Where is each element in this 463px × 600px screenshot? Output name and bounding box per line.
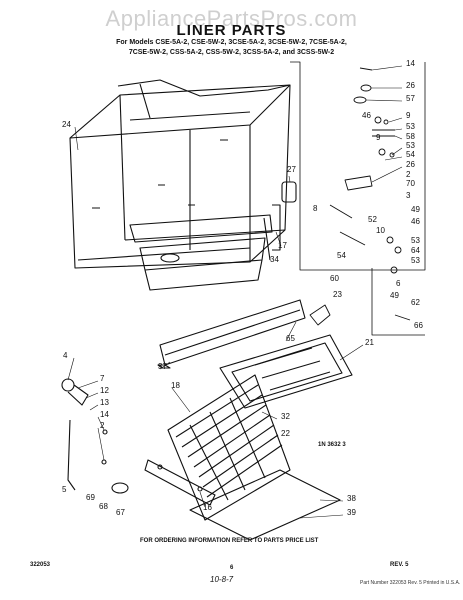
callout-46: 46: [411, 217, 420, 226]
models-list: For Models CSE-5A-2, CSE-5W-2, 3CSE-5A-2…: [0, 38, 463, 58]
page-number: 6: [230, 565, 234, 571]
callout-26: 26: [406, 160, 415, 169]
callout-4: 4: [63, 351, 68, 360]
callout-53: 53: [406, 141, 415, 150]
models-line-1: For Models CSE-5A-2, CSE-5W-2, 3CSE-5A-2…: [116, 39, 347, 46]
callout-5: 5: [62, 485, 67, 494]
callout-37: 37: [158, 362, 167, 371]
callout-18: 18: [171, 381, 180, 390]
drawing-number: 1N 3632 3: [318, 442, 346, 448]
callout-23: 23: [333, 290, 342, 299]
drain-pan: [189, 469, 341, 541]
callout-46: 46: [362, 111, 371, 120]
callout-58: 58: [406, 132, 415, 141]
callout-17: 17: [278, 241, 287, 250]
callout-49: 49: [411, 205, 420, 214]
callout-34: 34: [270, 255, 279, 264]
callout-8: 8: [313, 204, 318, 213]
part-code: 322053: [30, 562, 51, 568]
callout-60: 60: [330, 274, 339, 283]
callout-9: 9: [406, 111, 411, 120]
callout-67: 67: [116, 508, 125, 517]
date-note: 10-8-7: [210, 575, 234, 584]
callout-7: 7: [100, 374, 105, 383]
callout-54: 54: [337, 251, 346, 260]
detail-boundary-lower: [371, 268, 425, 336]
callout-49: 49: [390, 291, 399, 300]
watermark: AppliancePartsPros.com: [105, 6, 358, 31]
callout-14: 14: [100, 410, 109, 419]
callout-38: 38: [347, 494, 356, 503]
ordering-note: FOR ORDERING INFORMATION REFER TO PARTS …: [140, 538, 319, 544]
revision: REV. 5: [390, 562, 409, 568]
control-bracket: [263, 181, 297, 261]
drip-tray: [219, 334, 353, 409]
leader-lines: [67, 65, 403, 519]
callout-39: 39: [347, 508, 356, 517]
callout-16: 16: [203, 503, 212, 512]
callout-32: 32: [281, 412, 290, 421]
callout-68: 68: [99, 502, 108, 511]
callout-27: 27: [287, 165, 296, 174]
callout-57: 57: [406, 94, 415, 103]
evaporator-grid: [167, 374, 291, 521]
callout-9: 9: [376, 133, 381, 142]
callout-2: 2: [406, 170, 411, 179]
callout-53: 53: [406, 122, 415, 131]
callout-10: 10: [376, 226, 385, 235]
callout-52: 52: [368, 215, 377, 224]
callout-53: 53: [411, 236, 420, 245]
callout-14: 14: [406, 59, 415, 68]
callout-6: 6: [396, 279, 401, 288]
callout-2: 2: [100, 421, 105, 430]
page-title: LINER PARTS: [176, 22, 287, 39]
liner-cabinet: [69, 79, 291, 291]
callout-54: 54: [406, 150, 415, 159]
callout-64: 64: [411, 246, 420, 255]
callout-3: 3: [406, 191, 411, 200]
callout-65: 65: [286, 334, 295, 343]
callout-12: 12: [100, 386, 109, 395]
callout-24: 24: [62, 120, 71, 129]
models-line-2: 7CSE-5W-2, CSS-5A-2, CSS-5W-2, 3CSS-5A-2…: [128, 49, 335, 56]
ice-bin-front: [157, 299, 306, 369]
callout-22: 22: [281, 429, 290, 438]
callout-66: 66: [414, 321, 423, 330]
callout-21: 21: [365, 338, 374, 347]
callout-69: 69: [86, 493, 95, 502]
water-valve: [61, 378, 129, 494]
hardware-parts: [309, 67, 411, 326]
callout-62: 62: [411, 298, 420, 307]
callout-53: 53: [411, 256, 420, 265]
small-print: Part Number 322053 Rev. 5 Printed in U.S…: [360, 580, 461, 586]
callout-13: 13: [100, 398, 109, 407]
callout-26: 26: [406, 81, 415, 90]
callout-70: 70: [406, 179, 415, 188]
detail-boundary: [290, 61, 426, 271]
bottom-bracket: [144, 459, 216, 506]
